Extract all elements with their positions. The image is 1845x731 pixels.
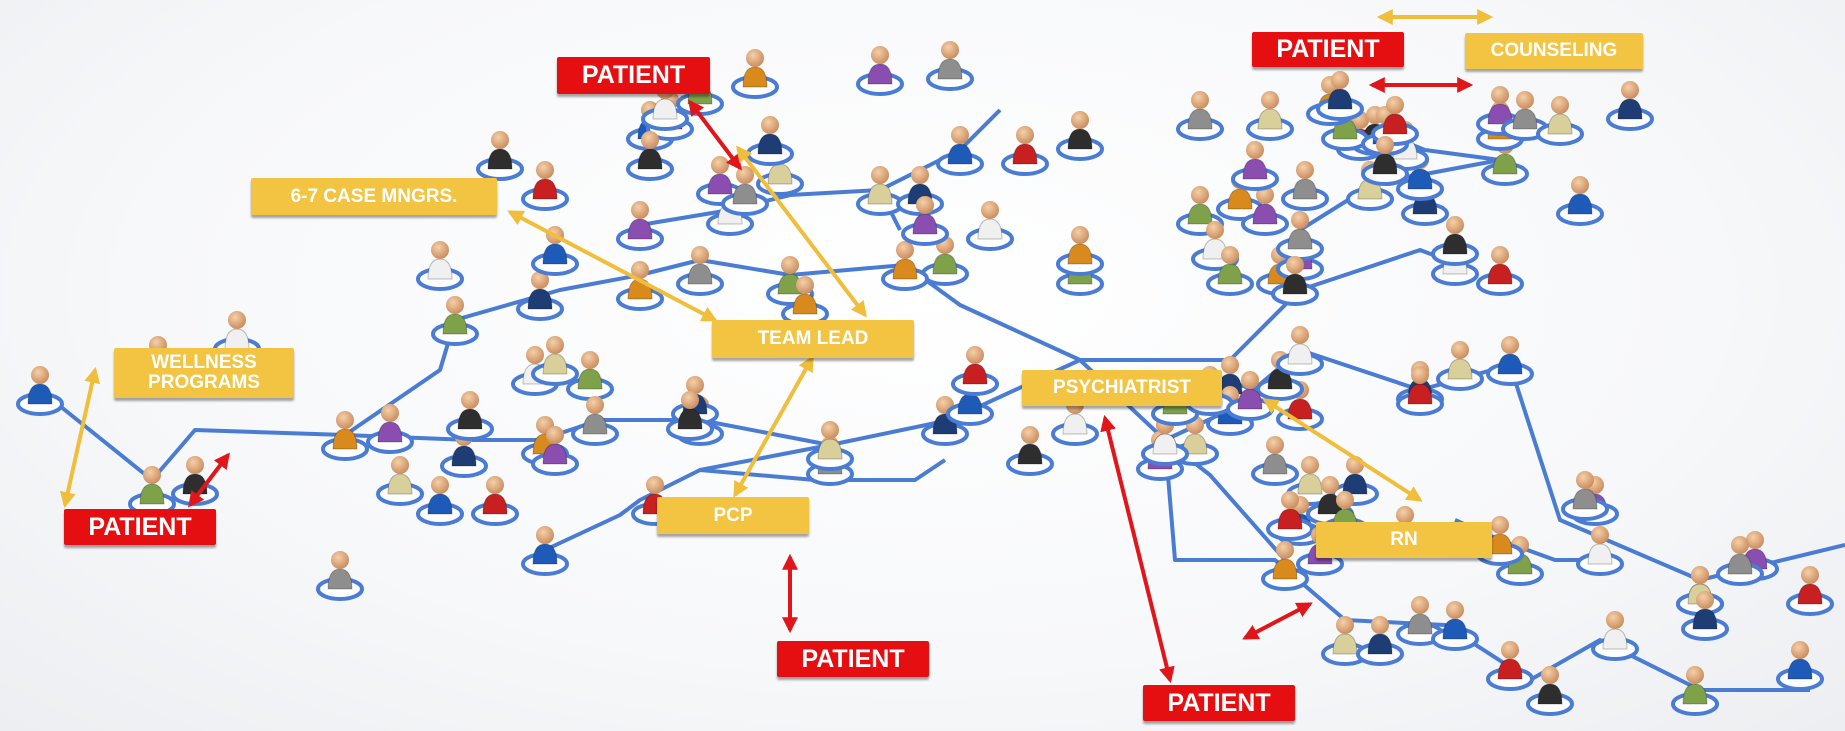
case-managers-label: 6-7 CASE MNGRS.: [251, 178, 497, 215]
person-figure: [1316, 71, 1364, 121]
patient-arrow: [1100, 414, 1175, 684]
person-figure: [626, 131, 674, 181]
network-link: [38, 348, 1845, 582]
person-figure: [676, 246, 724, 296]
person-figure: [1536, 96, 1584, 146]
person-figure: [926, 41, 974, 91]
person-figure: [531, 426, 579, 476]
person-figure: [1576, 526, 1624, 576]
person-figure: [1526, 666, 1574, 716]
person-figure: [1561, 471, 1609, 521]
person-figure: [1246, 91, 1294, 141]
counseling-label: COUNSELING: [1465, 33, 1643, 69]
person-figure: [1776, 641, 1824, 691]
person-figure: [901, 196, 949, 246]
person-figure: [1231, 141, 1279, 191]
team-lead-label: TEAM LEAD: [712, 320, 914, 358]
person-figure: [16, 366, 64, 416]
person-figure: [1001, 126, 1049, 176]
person-figure: [431, 296, 479, 346]
person-figure: [936, 126, 984, 176]
person-figure: [376, 456, 424, 506]
person-figure: [1371, 96, 1419, 146]
person-figure: [1006, 426, 1054, 476]
patient-arrow: [688, 99, 742, 171]
person-figure: [1486, 336, 1534, 386]
person-figure: [1681, 591, 1729, 641]
role-arrow: [507, 210, 718, 322]
person-figure: [616, 201, 664, 251]
person-figure: [1251, 436, 1299, 486]
person-figure: [416, 241, 464, 291]
person-figure: [1276, 211, 1324, 261]
person-figure: [571, 396, 619, 446]
person-figure: [666, 391, 714, 441]
person-figure: [1716, 536, 1764, 586]
pcp-label: PCP: [657, 497, 809, 534]
person-figure: [366, 404, 414, 454]
person-figure: [856, 46, 904, 96]
person-figure: [746, 116, 794, 166]
person-figure: [951, 346, 999, 396]
patient-arrow: [1242, 602, 1313, 640]
role-arrow: [736, 145, 867, 318]
person-figure: [881, 241, 929, 291]
person-figure: [966, 201, 1014, 251]
person-figure: [1056, 111, 1104, 161]
person-figure: [1361, 136, 1409, 186]
person-figure: [1356, 616, 1404, 666]
patient-label-top-right: PATIENT: [1252, 32, 1404, 67]
person-figure: [476, 131, 524, 181]
person-figure: [1281, 161, 1329, 211]
wellness-programs-label: WELLNESS PROGRAMS: [114, 348, 294, 398]
person-figure: [1241, 186, 1289, 236]
person-figure: [731, 49, 779, 99]
person-figure: [1476, 246, 1524, 296]
person-figure: [1176, 91, 1224, 141]
person-figure: [321, 411, 369, 461]
patient-label-left: PATIENT: [64, 509, 216, 545]
person-figure: [1226, 371, 1274, 421]
network-link: [1163, 439, 1810, 692]
person-figure: [316, 551, 364, 601]
person-figure: [471, 476, 519, 526]
person-figure: [531, 336, 579, 386]
patient-label-bottom-middle: PATIENT: [777, 641, 929, 677]
role-arrow: [733, 355, 814, 498]
role-arrow: [1262, 398, 1423, 502]
person-figure: [566, 351, 614, 401]
person-figure: [1431, 216, 1479, 266]
person-figure: [806, 421, 854, 471]
person-figure: [1786, 566, 1834, 616]
patient-label-bottom-right: PATIENT: [1143, 685, 1295, 721]
person-figure: [1206, 246, 1254, 296]
relationship-arrows: [59, 9, 1494, 684]
person-figure: [1056, 226, 1104, 276]
person-figure: [416, 476, 464, 526]
person-figure: [521, 526, 569, 576]
person-figure: [1431, 601, 1479, 651]
person-figure: [1486, 641, 1534, 691]
patient-label-top: PATIENT: [557, 57, 710, 94]
person-figure: [516, 271, 564, 321]
person-figure: [1606, 81, 1654, 131]
person-figure: [1436, 341, 1484, 391]
patient-arrow: [188, 452, 230, 508]
person-figure: [1671, 666, 1719, 716]
person-figure: [1556, 176, 1604, 226]
person-figure: [1276, 326, 1324, 376]
rn-label: RN: [1316, 522, 1492, 558]
psychiatrist-label: PSYCHIATRIST: [1022, 370, 1222, 406]
person-figure: [1261, 541, 1309, 591]
role-arrow: [59, 366, 101, 509]
person-figure: [531, 226, 579, 276]
person-figure: [1591, 611, 1639, 661]
person-figure: [521, 161, 569, 211]
person-figure: [446, 391, 494, 441]
person-figure: [128, 466, 176, 516]
person-figure: [616, 261, 664, 311]
person-figure: [1271, 256, 1319, 306]
